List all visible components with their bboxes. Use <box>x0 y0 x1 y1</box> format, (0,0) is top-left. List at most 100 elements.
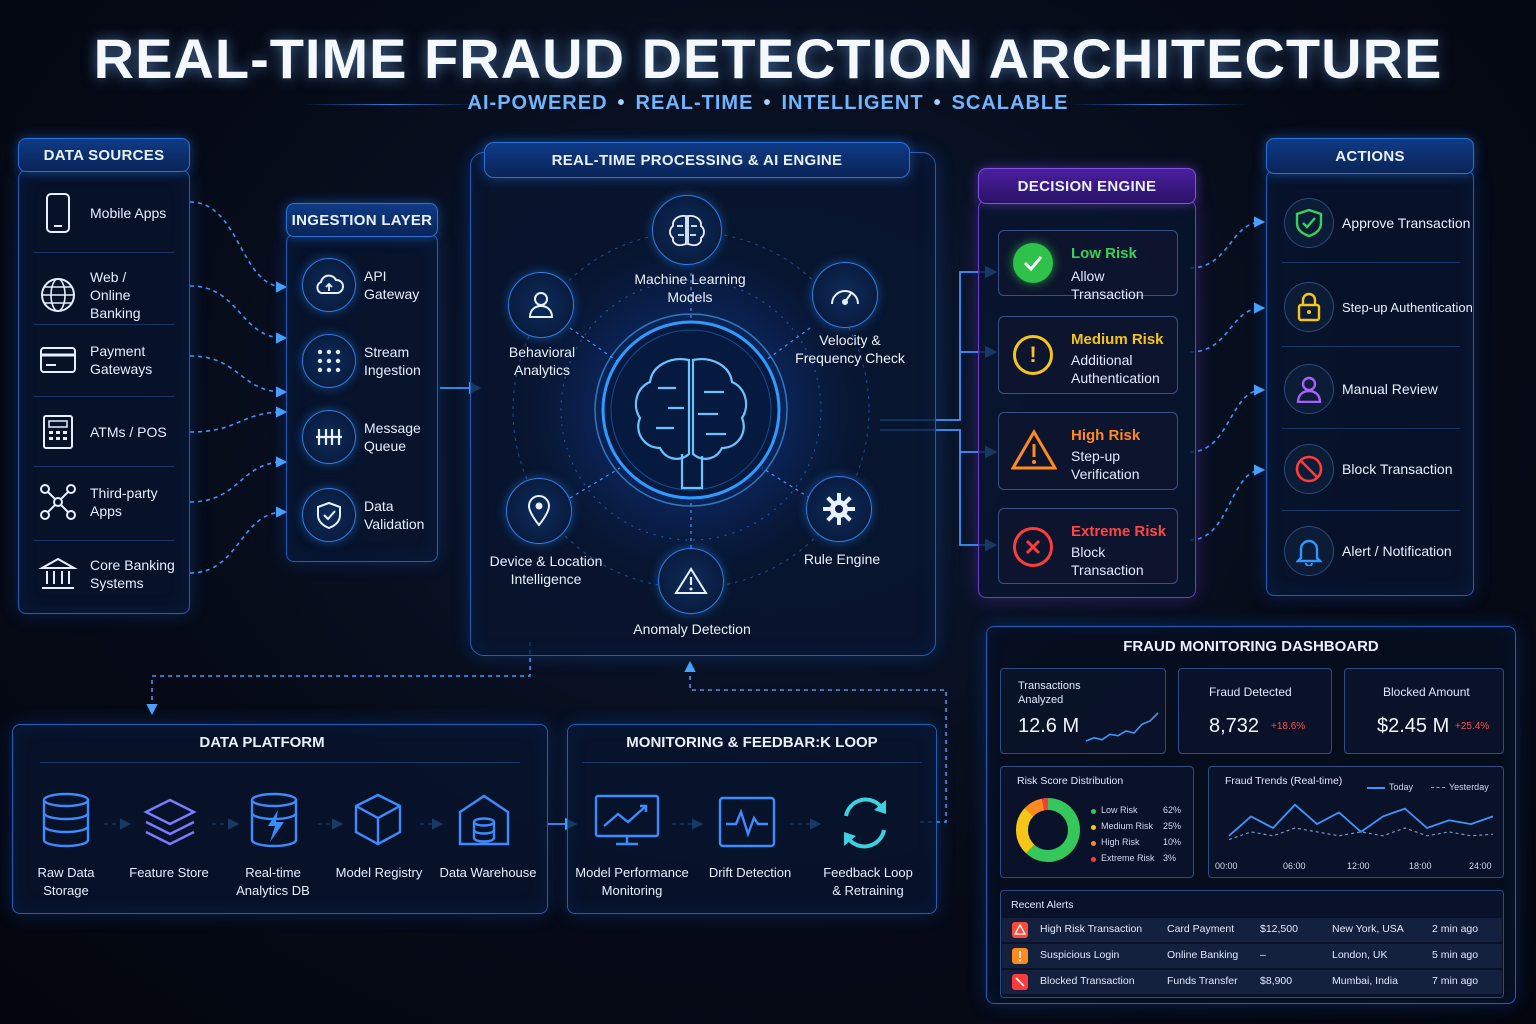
source-web-banking[interactable]: Web / Online Banking <box>38 268 170 322</box>
x-tick: 12:00 <box>1347 861 1370 871</box>
action-manual-review[interactable]: Manual Review <box>1268 364 1474 414</box>
ingestion-stream[interactable]: Stream Ingestion <box>302 334 430 388</box>
monitoring-panel <box>567 724 937 914</box>
action-approve[interactable]: Approve Transaction <box>1268 198 1474 248</box>
dashboard-title: FRAUD MONITORING DASHBOARD <box>1123 638 1379 655</box>
tag: REAL-TIME <box>635 92 754 114</box>
legend-yesterday: Yesterday <box>1449 782 1489 792</box>
source-atms-pos[interactable]: ATMs / POS <box>38 412 167 452</box>
warehouse-icon <box>458 794 510 846</box>
velocity-node[interactable] <box>812 262 878 328</box>
anomaly-node[interactable] <box>658 548 724 614</box>
series-yesterday <box>1228 827 1494 841</box>
source-payment-gateways[interactable]: Payment Gateways <box>38 340 170 380</box>
risk-action: Allow Transaction <box>1071 268 1144 302</box>
atm-icon <box>43 415 73 449</box>
action-label: Alert / Notification <box>1342 543 1452 559</box>
lock-icon <box>1284 282 1334 332</box>
trends-title: Fraud Trends (Real-time) <box>1225 775 1343 787</box>
action-alert[interactable]: Alert / Notification <box>1268 526 1474 576</box>
risk-level: High Risk <box>1071 427 1141 444</box>
ingestion-data-validation[interactable]: Data Validation <box>302 488 430 542</box>
tag: AI-POWERED <box>467 92 608 114</box>
tag: INTELLIGENT <box>781 92 924 114</box>
cube-icon <box>354 793 402 846</box>
risk-card-medium[interactable]: ! Medium Risk Additional Authentication <box>998 316 1178 394</box>
alert-time: 7 min ago <box>1432 975 1479 987</box>
cycle-icon <box>844 797 886 849</box>
check-circle-icon <box>1013 243 1053 283</box>
risk-action: Block Transaction <box>1071 544 1144 578</box>
series-today <box>1228 803 1494 837</box>
kpi-change: +25.4% <box>1455 721 1490 732</box>
brain-icon <box>634 358 748 490</box>
source-core-banking[interactable]: Core Banking Systems <box>38 554 180 594</box>
source-label: Third-party Apps <box>90 485 158 519</box>
kpi-label: Blocked Amount <box>1383 685 1470 699</box>
alert-location: London, UK <box>1332 949 1388 961</box>
risk-level: Low Risk <box>1071 245 1137 262</box>
action-block[interactable]: Block Transaction <box>1268 444 1474 494</box>
ingestion-api-gateway[interactable]: API Gateway <box>302 258 424 312</box>
ingestion-message-queue[interactable]: Message Queue <box>302 410 430 464</box>
sparkline <box>1085 712 1159 742</box>
smartphone-icon <box>46 193 70 233</box>
alert-row[interactable]: Suspicious Login Online Banking – London… <box>1002 944 1502 968</box>
divider <box>582 762 922 763</box>
divider <box>34 540 174 541</box>
kpi-label: Fraud Detected <box>1209 685 1292 699</box>
trend-chart <box>1228 803 1494 841</box>
action-label: Block Transaction <box>1342 461 1453 477</box>
bank-icon <box>38 557 78 589</box>
donut-slice-low-risk <box>1026 798 1080 862</box>
alert-channel: Funds Transfer <box>1167 975 1238 987</box>
network-icon <box>40 484 76 520</box>
rule-engine-node[interactable] <box>806 476 872 542</box>
action-step-up[interactable]: Step-up Authentication <box>1268 282 1474 332</box>
ingestion-label: Data Validation <box>364 498 425 532</box>
alert-row[interactable]: High Risk Transaction Card Payment $12,5… <box>1002 918 1502 942</box>
risk-card-high[interactable]: High Risk Step-up Verification <box>998 412 1178 490</box>
device-location-node[interactable] <box>506 478 572 544</box>
donut-chart <box>1016 798 1080 862</box>
actions-header: ACTIONS <box>1266 138 1474 174</box>
platform-label: Raw Data Storage <box>37 865 95 898</box>
alert-row[interactable]: Blocked Transaction Funds Transfer $8,90… <box>1002 970 1502 994</box>
x-circle-icon <box>1013 527 1053 567</box>
divider <box>40 762 520 763</box>
source-mobile-apps[interactable]: Mobile Apps <box>38 192 166 234</box>
velocity-label: Velocity & Frequency Check <box>795 332 905 366</box>
subtitle-tags: AI-POWERED•REAL-TIME•INTELLIGENT•SCALABL… <box>467 92 1069 114</box>
monitoring-label: Model Performance Monitoring <box>575 865 689 898</box>
brain-icon <box>669 214 705 247</box>
kpi-blocked-amount: Blocked Amount $2.45 M +25.4% <box>1344 668 1504 754</box>
queue-icon <box>302 410 356 464</box>
subtitle-divider-left <box>300 104 480 105</box>
kpi-change: +18.6% <box>1271 721 1306 732</box>
action-label: Approve Transaction <box>1342 215 1471 231</box>
ml-models-node[interactable] <box>652 195 722 265</box>
ingestion-header: INGESTION LAYER <box>286 203 438 237</box>
platform-label: Feature Store <box>129 865 209 880</box>
kpi-fraud-detected: Fraud Detected 8,732 +18.6% <box>1178 668 1332 754</box>
alert-type: Suspicious Login <box>1040 949 1120 961</box>
risk-card-extreme[interactable]: Extreme Risk Block Transaction <box>998 508 1178 584</box>
ml-models-label: Machine Learning Models <box>634 271 746 305</box>
platform-label: Data Warehouse <box>439 865 537 880</box>
fraud-trends-card: Fraud Trends (Real-time) Today Yesterday… <box>1208 766 1504 878</box>
data-sources-panel <box>18 170 190 614</box>
subtitle-divider-right <box>1068 104 1248 105</box>
alert-block-icon <box>1012 974 1028 990</box>
behavioral-node[interactable] <box>508 272 574 338</box>
ingestion-label: Stream Ingestion <box>364 344 421 378</box>
platform-label: Real-time Analytics DB <box>236 865 310 898</box>
alert-amount: $12,500 <box>1260 923 1298 935</box>
monitoring-title: MONITORING & FEEDBAR:K LOOP <box>626 734 878 751</box>
risk-card-low[interactable]: Low Risk Allow Transaction <box>998 230 1178 302</box>
users-icon <box>528 292 554 318</box>
source-third-party-apps[interactable]: Third-party Apps <box>38 482 170 522</box>
